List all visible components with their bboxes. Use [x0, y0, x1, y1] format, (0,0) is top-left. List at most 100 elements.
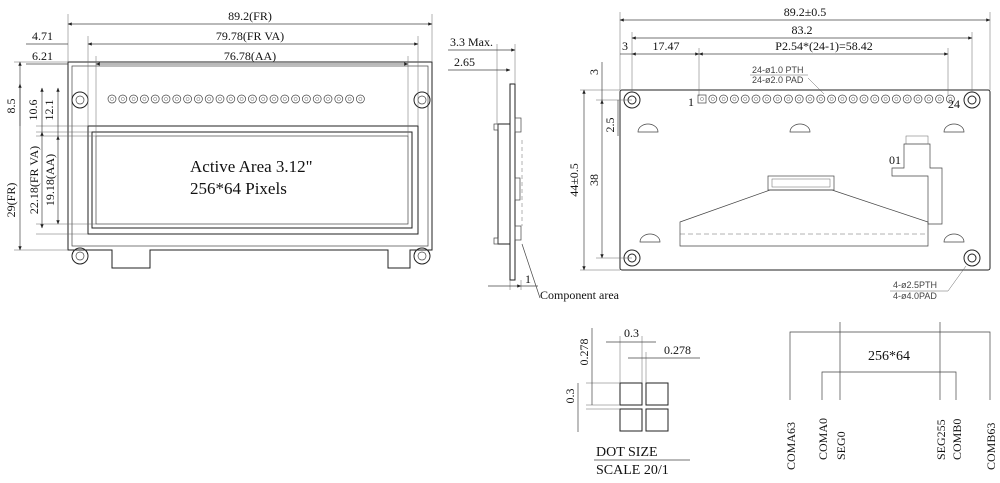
- pin-hole: [336, 97, 341, 101]
- pin-pad: [226, 94, 236, 104]
- pin-hole: [142, 97, 147, 101]
- pin-pad: [708, 94, 718, 104]
- pin-hole: [218, 97, 222, 101]
- pin-hole: [872, 97, 877, 101]
- back-pin-row: [697, 94, 955, 104]
- pin-pad: [194, 94, 203, 104]
- pin-pad: [323, 94, 333, 104]
- pin-hole: [808, 97, 812, 101]
- dot-bottom-left: [619, 408, 643, 432]
- driver-label-comb0: COMB0: [950, 419, 964, 460]
- front-view: Active Area 3.12" 256*64 Pixels 89.2(FR)…: [4, 9, 433, 269]
- pin-hole: [153, 97, 158, 101]
- dim-top-a: 8.5: [4, 99, 18, 114]
- pin-pad: [719, 94, 728, 104]
- pin-pad: [816, 94, 826, 104]
- dim-aa-width: 76.78(AA): [224, 49, 276, 63]
- pin-hole: [937, 97, 942, 101]
- dim-left-va: 4.71: [32, 29, 53, 43]
- dim-hole-drop: 2.5: [603, 118, 617, 133]
- pin-hole: [786, 97, 791, 101]
- pin-hole: [905, 97, 910, 101]
- dim-left-offset: 3: [622, 39, 628, 53]
- back-view: 1 24 24-ø1.0 PTH 24-ø2.0 PAD 01 89.2±0.5: [567, 5, 991, 301]
- front-glass: [87, 125, 419, 235]
- driver-label-seg0: SEG0: [834, 431, 848, 460]
- pin-spec-pad: 24-ø2.0 PAD: [752, 75, 804, 85]
- pin-pad: [946, 94, 955, 104]
- side-component-mid: [514, 177, 521, 201]
- side-pcb: [509, 83, 516, 281]
- pin-pad: [334, 94, 344, 104]
- pin-pad: [838, 94, 847, 104]
- pin-pad: [356, 94, 365, 104]
- pin-pad: [183, 94, 192, 104]
- pin-last-label: 24: [948, 97, 960, 111]
- pin-hole: [250, 97, 255, 101]
- dim-pin1-offset: 17.47: [653, 39, 680, 53]
- pin-hole: [272, 97, 276, 101]
- side-bezel-bottom: [493, 237, 499, 245]
- dim-va-height: 22.18(FR VA): [27, 146, 41, 214]
- pin-hole: [185, 97, 190, 101]
- dim-pin-pitch: P2.54*(24-1)=58.42: [775, 39, 872, 53]
- pin-pad: [269, 94, 279, 104]
- pin-pad: [924, 94, 934, 104]
- pin-hole: [916, 97, 920, 101]
- pin-hole: [120, 97, 125, 101]
- pin-hole: [174, 97, 179, 101]
- pin-hole: [732, 97, 737, 101]
- pin-pad: [805, 94, 815, 104]
- front-active-area: [95, 135, 409, 225]
- pin-pad: [291, 94, 300, 104]
- pin-pad: [345, 94, 354, 104]
- pin-pad: [902, 94, 912, 104]
- pin-pad: [312, 94, 322, 104]
- side-component-bottom: [514, 225, 522, 241]
- dim-hole-span: 83.2: [792, 23, 813, 37]
- back-fpc-connector: [679, 135, 943, 247]
- pin-pad: [129, 94, 138, 104]
- pin-hole: [710, 97, 715, 101]
- pin-hole: [131, 97, 136, 101]
- pin-hole: [797, 97, 802, 101]
- pin-hole: [304, 97, 309, 101]
- pin-hole: [840, 97, 845, 101]
- dim-top-offset: 3: [587, 69, 601, 75]
- back-pcb-outline: [619, 89, 991, 271]
- dim-fr-width: 89.2(FR): [228, 9, 272, 23]
- pin-pad: [204, 94, 214, 104]
- driver-resolution: 256*64: [868, 349, 910, 364]
- pin-hole: [282, 97, 287, 101]
- mount-spec-pth: 4-ø2.5PTH: [893, 280, 937, 290]
- pin-pad: [740, 94, 750, 104]
- pin-hole: [926, 97, 931, 101]
- driver-label-seg255: SEG255: [934, 419, 948, 460]
- pin-pad: [784, 94, 793, 104]
- pin-pad: [107, 94, 117, 104]
- driver-label-coma0: COMA0: [816, 418, 830, 460]
- pin-hole: [700, 97, 704, 101]
- pin-first-label: 1: [688, 95, 694, 109]
- dim-max-thickness: 3.3 Max.: [450, 35, 493, 49]
- dim-dot-height: 0.3: [563, 389, 577, 404]
- pin-pad: [730, 94, 739, 104]
- pin-pad: [935, 94, 944, 104]
- pin-hole: [851, 97, 856, 101]
- pin-hole: [358, 97, 363, 101]
- pin-pad-square: [697, 94, 707, 104]
- pin-hole: [754, 97, 758, 101]
- pin-hole: [764, 97, 769, 101]
- pin-pad: [794, 94, 804, 104]
- dim-top-b: 10.6: [26, 100, 40, 121]
- side-glass: [497, 123, 511, 245]
- driver-label-comb63: COMB63: [984, 423, 998, 470]
- dot-top-right: [645, 382, 669, 406]
- pin-hole: [347, 97, 352, 101]
- dim-gap: 0.278: [664, 343, 691, 357]
- pin-hole: [207, 97, 212, 101]
- pin-pad: [762, 94, 772, 104]
- side-bezel-top: [493, 123, 499, 131]
- pin-hole: [743, 97, 748, 101]
